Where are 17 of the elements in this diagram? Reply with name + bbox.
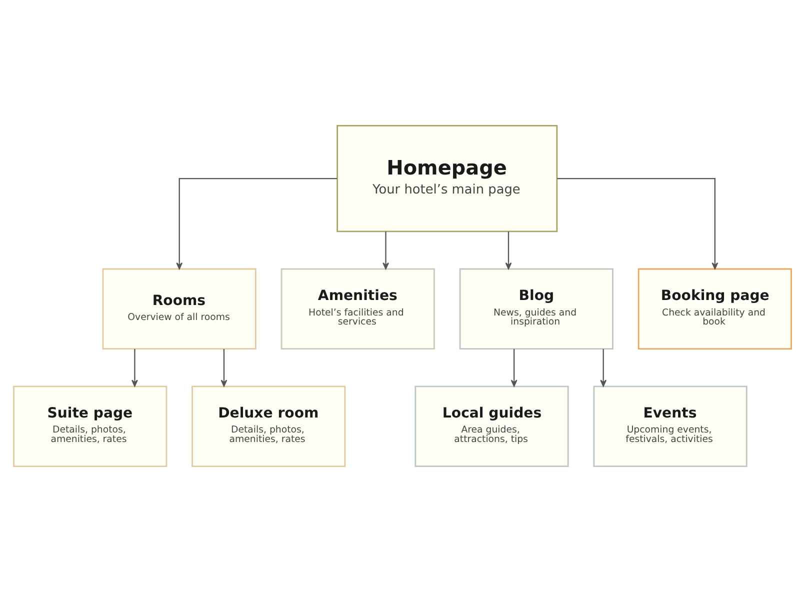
node-box: Booking page Check availability and book — [638, 268, 792, 350]
arrow — [176, 178, 338, 270]
arrow — [557, 178, 718, 270]
arrow — [131, 349, 138, 387]
arrow — [220, 349, 228, 387]
arrow — [510, 349, 518, 387]
arrow — [600, 349, 607, 387]
node-box: Rooms Overview of all rooms — [102, 268, 256, 350]
arrow — [382, 232, 389, 270]
node-box: Local guides Area guides, attractions, tips — [414, 386, 569, 467]
node-box: Homepage Your hotel’s main page — [336, 125, 558, 232]
node-box: Blog News, guides and inspiration — [459, 268, 614, 350]
node-box: Events Upcoming events, festivals, activities — [593, 386, 748, 467]
node-box: Amenities Hotel’s facilities and services — [280, 268, 435, 350]
arrow — [505, 232, 512, 270]
node-box: Suite page Details, photos, amenities, rates — [13, 386, 168, 467]
node-box: Deluxe room Details, photos, amenities, rates — [192, 386, 346, 467]
